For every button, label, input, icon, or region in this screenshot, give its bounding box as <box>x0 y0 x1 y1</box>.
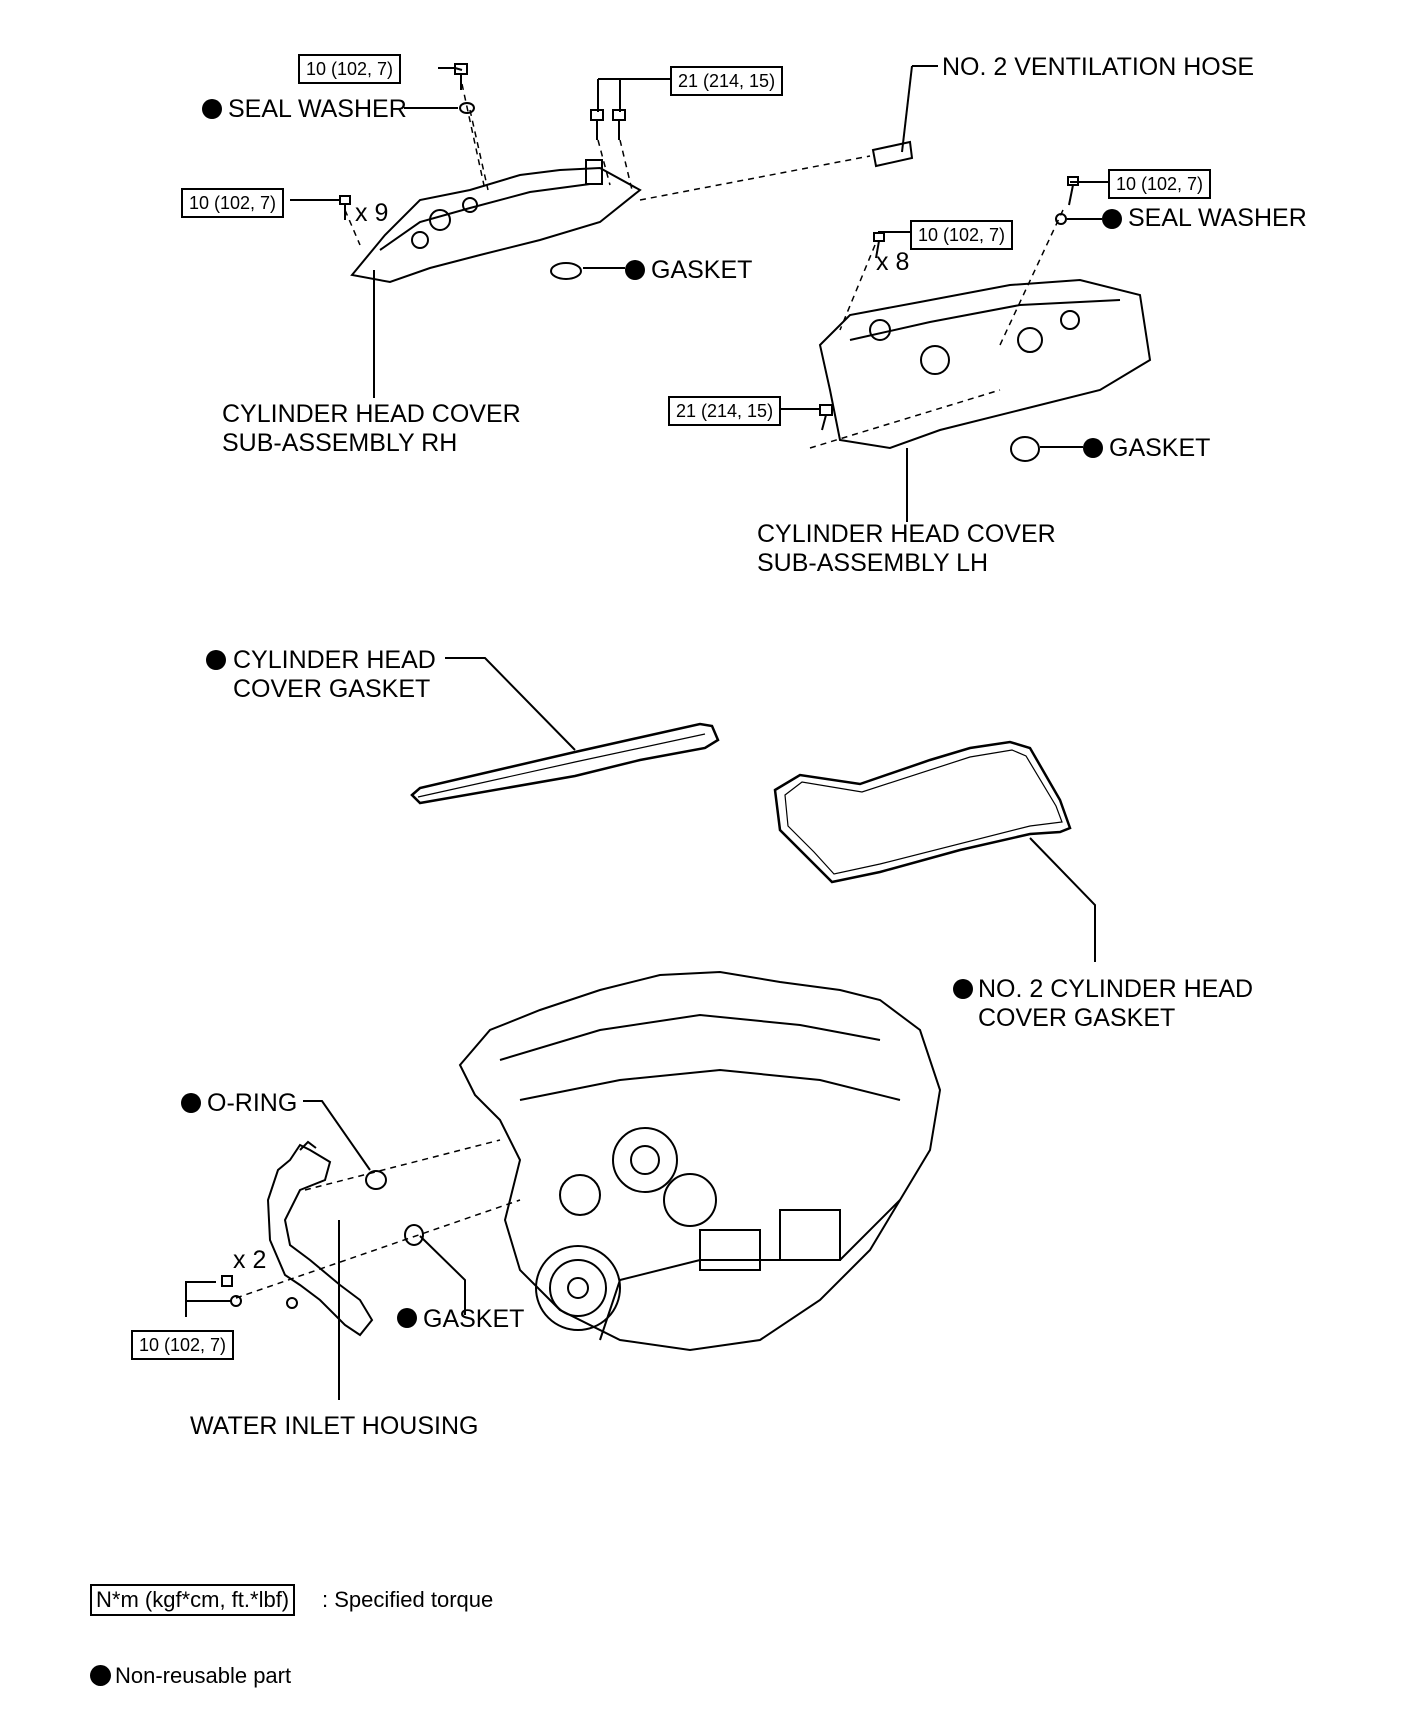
lh-cover-label: SUB-ASSEMBLY LH <box>757 549 989 577</box>
nonreusable-dot <box>1102 209 1122 229</box>
lh-small-gasket <box>1010 436 1040 462</box>
nonreusable-dot <box>953 979 973 999</box>
rh-head-cover <box>350 159 642 284</box>
ventilation-hose-label: NO. 2 VENTILATION HOSE <box>942 53 1255 81</box>
legend-nonreusable-text: Non-reusable part <box>115 1663 292 1688</box>
cylinder-head-cover-gasket-label: CYLINDER HEAD <box>233 646 436 674</box>
legend-torque-unit: N*m (kgf*cm, ft.*lbf) <box>90 1584 296 1616</box>
alignment-line <box>999 209 1064 346</box>
alignment-line <box>839 244 876 331</box>
quantity-label: x 2 <box>233 1246 267 1274</box>
water-inlet-bolts <box>221 1275 242 1307</box>
no2-cylinder-head-cover-gasket <box>773 740 1072 884</box>
rh-cover-label: CYLINDER HEAD COVER <box>222 400 521 428</box>
no2-gasket-label: NO. 2 CYLINDER HEAD <box>978 975 1254 1003</box>
o-ring-part <box>365 1170 387 1190</box>
quantity-label: x 9 <box>355 199 389 227</box>
gasket-label: GASKET <box>423 1305 525 1333</box>
seal-washer-label: SEAL WASHER <box>228 95 407 123</box>
torque-box: 21 (214, 15) <box>668 396 782 426</box>
legend-nonreusable: Non-reusable part <box>90 1662 291 1690</box>
alignment-line <box>235 1199 521 1299</box>
torque-box: 21 (214, 15) <box>670 66 784 96</box>
rh-small-gasket <box>550 262 582 280</box>
water-inlet-housing-label: WATER INLET HOUSING <box>190 1412 479 1440</box>
legend-torque-desc: : Specified torque <box>322 1587 494 1612</box>
rh-cover-label: SUB-ASSEMBLY RH <box>222 429 458 457</box>
leader-line <box>445 657 576 751</box>
lh-bolts <box>819 176 1079 431</box>
lh-head-cover <box>818 278 1152 450</box>
water-inlet-gasket-part <box>404 1224 424 1246</box>
gasket-label: GASKET <box>1109 434 1211 462</box>
nonreusable-dot <box>1083 438 1103 458</box>
o-ring-label: O-RING <box>207 1089 298 1117</box>
leader-line <box>454 67 463 71</box>
torque-box: 10 (102, 7) <box>910 220 1014 250</box>
torque-box: 10 (102, 7) <box>181 188 285 218</box>
alignment-line <box>809 389 1001 449</box>
torque-box: 10 (102, 7) <box>1108 169 1212 199</box>
lh-cover-label: CYLINDER HEAD COVER <box>757 520 1056 548</box>
alignment-line <box>304 1139 501 1191</box>
nonreusable-dot <box>90 1665 111 1686</box>
alignment-line <box>469 109 489 191</box>
nonreusable-dot <box>397 1308 417 1328</box>
nonreusable-dot <box>181 1093 201 1113</box>
rh-bolts <box>339 63 626 220</box>
leader-line <box>185 1281 216 1317</box>
nonreusable-dot <box>202 99 222 119</box>
nonreusable-dot <box>625 260 645 280</box>
cylinder-head-cover-gasket <box>410 722 720 805</box>
alignment-line <box>597 139 611 186</box>
alignment-line <box>461 83 486 191</box>
cylinder-head-cover-gasket-label: COVER GASKET <box>233 675 431 703</box>
leader-line <box>303 1100 371 1171</box>
engine-block <box>458 970 942 1352</box>
alignment-line <box>619 139 633 191</box>
torque-box: 10 (102, 7) <box>298 54 402 84</box>
torque-box: 10 (102, 7) <box>131 1330 235 1360</box>
leader-line <box>1029 837 1096 962</box>
gasket-label: GASKET <box>651 256 753 284</box>
ventilation-hose <box>871 140 914 168</box>
leader-line <box>901 65 913 153</box>
water-inlet-housing-part <box>266 1140 374 1337</box>
quantity-label: x 8 <box>876 248 910 276</box>
no2-gasket-label: COVER GASKET <box>978 1004 1176 1032</box>
seal-washer-label: SEAL WASHER <box>1128 204 1307 232</box>
alignment-line <box>639 155 871 201</box>
nonreusable-dot <box>206 650 226 670</box>
leader-line <box>419 1235 466 1315</box>
